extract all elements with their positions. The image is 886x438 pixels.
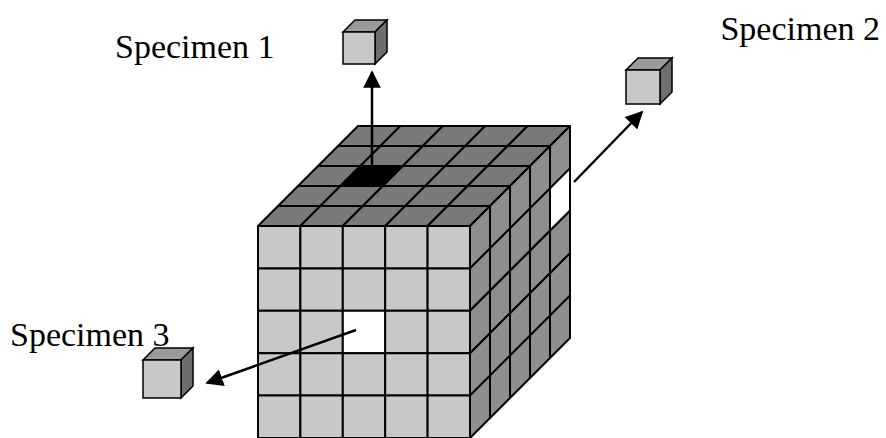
front-cell [385,396,427,438]
front-cell [258,311,300,353]
front-cell [258,226,300,268]
specimen-cube [143,348,193,398]
right-cell [510,336,530,398]
small-specimens [143,20,672,398]
cube-front [343,32,375,64]
front-cell [385,268,427,310]
right-cell [470,376,490,438]
extraction-arrows [207,72,642,383]
cube-front [626,70,660,104]
front-cell [300,268,342,310]
front-cell [258,396,300,438]
front-cell [300,226,342,268]
front-cell [343,268,385,310]
front-cell [343,226,385,268]
front-cell [343,353,385,395]
specimen-cube [343,20,387,64]
right-cell [550,296,570,358]
cube-side [660,58,672,104]
extraction-arrow [371,72,374,176]
extraction-arrow [574,112,642,182]
cube-front [143,360,181,398]
cube-side [181,348,193,398]
front-cell [428,268,470,310]
front-cell [385,311,427,353]
front-cell [385,353,427,395]
specimen-cube [626,58,672,104]
specimen-label: Specimen 1 [115,30,275,64]
front-cell [428,311,470,353]
specimen-label: Specimen 3 [10,318,170,352]
front-cell [343,396,385,438]
specimen-block [258,126,570,438]
front-cell [300,396,342,438]
front-cell [258,353,300,395]
front-cell [428,353,470,395]
right-cell [490,356,510,418]
front-cell [300,353,342,395]
specimen-label: Specimen 2 [720,12,880,46]
front-cell [385,226,427,268]
front-cell [428,396,470,438]
right-cell [530,316,550,378]
front-cell [258,268,300,310]
extraction-arrow [207,330,356,383]
cube-side [375,20,387,64]
front-cell [428,226,470,268]
